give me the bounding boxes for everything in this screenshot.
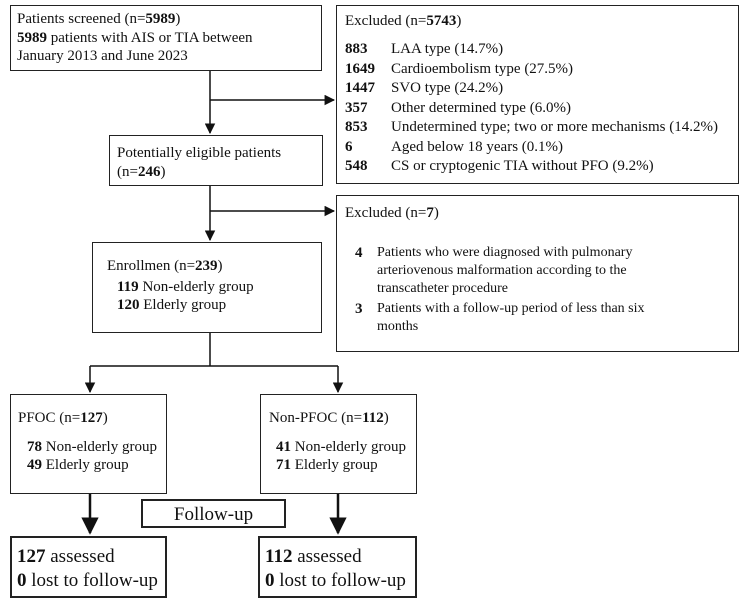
excluded-1-item-count: 6 [345,138,353,155]
pfoc-nonelderly: 78 Non-elderly group [27,439,157,455]
followup-label-box: Follow-up [141,499,286,528]
excluded-2-item-2-line-1: Patients with a follow-up period of less… [377,301,645,316]
pfoc-lost: 0 lost to follow-up [17,570,158,591]
enrollment-title: Enrollmen (n=239) [107,258,223,274]
screened-line1: 5989 patients with AIS or TIA between [17,30,253,46]
pfoc-assessed: 127 assessed [17,546,115,567]
excluded-2-item-1-line-3: transcatheter procedure [377,281,508,296]
excluded-2-item-1-num: 4 [355,245,363,261]
nonpfoc-lost: 0 lost to follow-up [265,570,406,591]
excluded-1-item-count: 853 [345,119,368,135]
nonpfoc-elderly: 71 Elderly group [276,457,378,473]
excluded-1-item-label: SVO type (24.2%) [391,80,504,96]
excluded-1-item: 548 CS or cryptogenic TIA without PFO (9.… [345,157,654,175]
excluded-box-1: Excluded (n=5743) 883 LAA type (14.7%) 164… [336,5,739,184]
nonpfoc-result-box: 112 assessed 0 lost to follow-up [258,536,417,598]
excluded-1-item-label: Other determined type (6.0%) [391,99,571,116]
enrollment-nonelderly: 119 Non-elderly group [117,279,254,295]
nonpfoc-box: Non-PFOC (n=112) 41 Non-elderly group 71… [260,394,417,494]
excluded-1-item-count: 1447 [345,80,375,96]
screened-box: Patients screened (n=5989) 5989 patients… [10,5,322,71]
excluded-2-item-2-line-2: months [377,319,419,334]
excluded-1-item-label: CS or cryptogenic TIA without PFO (9.2%) [391,158,654,174]
enrollment-box: Enrollmen (n=239) 119 Non-elderly group … [92,242,322,333]
pfoc-elderly: 49 Elderly group [27,457,129,473]
followup-label: Follow-up [173,504,254,525]
eligible-count: (n=246) [117,164,166,180]
excluded-2-title: Excluded (n=7) [345,205,439,221]
excluded-box-2: Excluded (n=7) 4 Patients who were diagn… [336,195,739,352]
screened-title: Patients screened (n=5989) [17,11,181,27]
nonpfoc-assessed: 112 assessed [265,546,362,567]
pfoc-result-box: 127 assessed 0 lost to follow-up [10,536,167,598]
pfoc-title: PFOC (n=127) [18,410,108,426]
excluded-1-item: 6 Aged below 18 years (0.1%) [345,138,563,156]
excluded-1-item-count: 357 [345,99,368,116]
excluded-2-item-1-line-2: arteriovenous malformation according to … [377,263,627,278]
excluded-1-item-label: LAA type (14.7%) [391,41,504,57]
pfoc-box: PFOC (n=127) 78 Non-elderly group 49 Eld… [10,394,167,494]
excluded-1-item-count: 548 [345,158,368,174]
excluded-1-item: 357 Other determined type (6.0%) [345,99,571,117]
excluded-1-item-label: Cardioembolism type (27.5%) [391,60,574,77]
nonpfoc-title: Non-PFOC (n=112) [269,410,389,426]
excluded-1-item-label: Undetermined type; two or more mechanism… [391,119,718,135]
nonpfoc-nonelderly: 41 Non-elderly group [276,439,406,455]
eligible-line1: Potentially eligible patients [117,145,282,161]
screened-line2: January 2013 and June 2023 [17,48,188,64]
excluded-1-title: Excluded (n=5743) [345,13,462,29]
excluded-2-item-2-num: 3 [355,301,363,317]
excluded-1-item-label: Aged below 18 years (0.1%) [391,138,564,155]
excluded-1-item: 883 LAA type (14.7%) [345,40,503,58]
excluded-2-item-1-line-1: Patients who were diagnosed with pulmona… [377,245,633,260]
excluded-1-item-count: 1649 [345,60,375,77]
excluded-1-item: 1447 SVO type (24.2%) [345,79,503,97]
eligible-box: Potentially eligible patients (n=246) [109,135,323,186]
excluded-1-item: 853 Undetermined type; two or more mechan… [345,118,718,136]
enrollment-elderly: 120 Elderly group [117,297,227,313]
excluded-1-item-count: 883 [345,41,368,57]
excluded-1-item: 1649 Cardioembolism type (27.5%) [345,60,573,78]
